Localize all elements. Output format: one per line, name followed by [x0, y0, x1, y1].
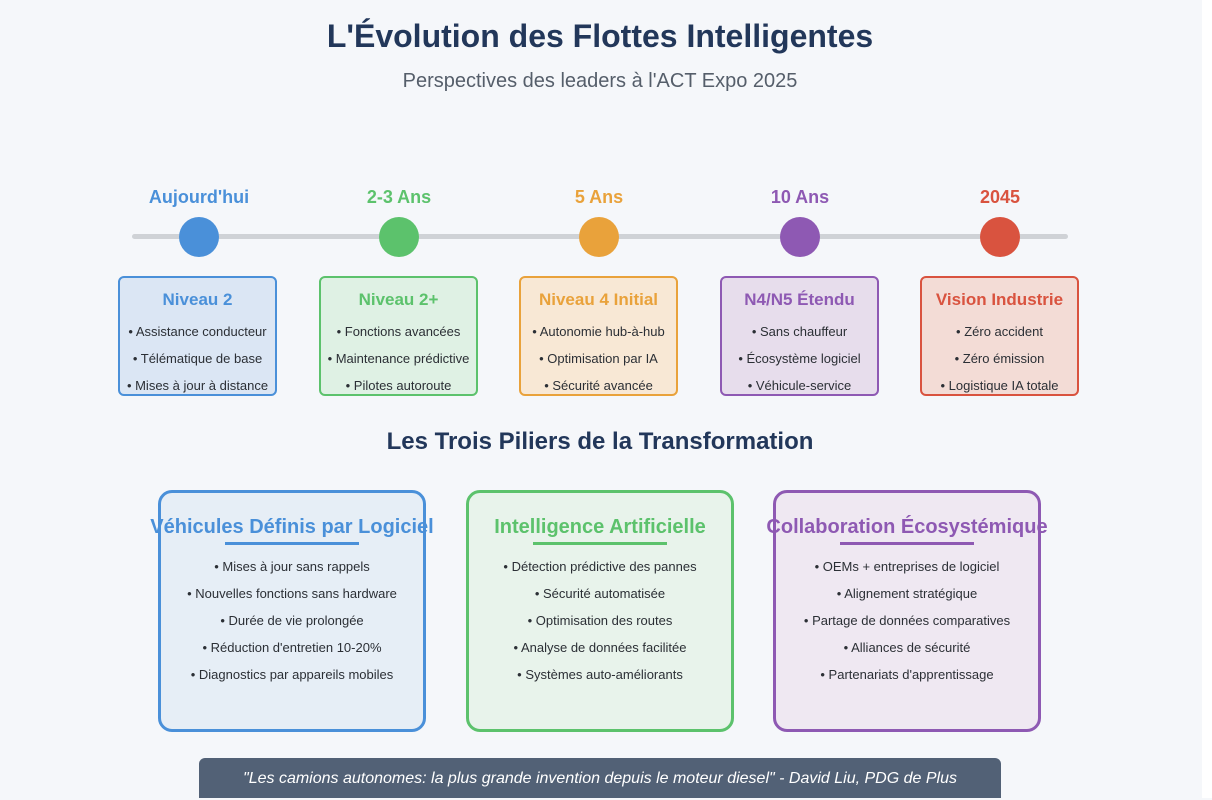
level-card: N4/N5 Étendu • Sans chauffeur • Écosystè… — [720, 276, 879, 396]
pillar-list-item: • Durée de vie prolongée — [220, 613, 364, 628]
timeline-dot — [980, 217, 1020, 257]
level-card-title: Niveau 2+ — [358, 290, 439, 309]
pillar-title: Véhicules Définis par Logiciel — [150, 516, 434, 538]
pillar-list-item: • Diagnostics par appareils mobiles — [190, 667, 394, 682]
level-card-title: N4/N5 Étendu — [744, 290, 855, 309]
pillar-list-item: • OEMs + entreprises de logiciel — [814, 559, 1000, 574]
page-subtitle: Perspectives des leaders à l'ACT Expo 20… — [402, 70, 798, 92]
level-card-item: • Zéro émission — [954, 351, 1045, 366]
pillar-list-item: • Alliances de sécurité — [843, 640, 971, 655]
pillar-list-item: • Partage de données comparatives — [803, 613, 1011, 628]
timeline-dot — [579, 217, 619, 257]
level-card-title: Niveau 2 — [162, 290, 233, 309]
pillar-list-item: • Optimisation des routes — [527, 613, 673, 628]
timeline-dot — [179, 217, 219, 257]
pillar-list-item: • Détection prédictive des pannes — [503, 559, 697, 574]
pillar-list-item: • Nouvelles fonctions sans hardware — [187, 586, 397, 601]
timeline-step-label: 2045 — [979, 187, 1021, 207]
level-card-item: • Sécurité avancée — [544, 378, 653, 393]
pillar-list-item: • Analyse de données facilitée — [513, 640, 687, 655]
level-card-item: • Zéro accident — [956, 324, 1043, 339]
pillar-divider — [840, 542, 974, 545]
timeline-dot — [379, 217, 419, 257]
timeline-step-label: 5 Ans — [574, 187, 624, 207]
pillar-divider — [533, 542, 667, 545]
level-card-item: • Télématique de base — [132, 351, 263, 366]
pillar-card — [466, 490, 734, 732]
pillar-title: Intelligence Artificielle — [494, 516, 706, 538]
level-card-item: • Autonomie hub-à-hub — [532, 324, 665, 339]
pillar-list-item: • Systèmes auto-améliorants — [517, 667, 683, 682]
level-card-item: • Fonctions avancées — [336, 324, 461, 339]
pillars-section-title: Les Trois Piliers de la Transformation — [386, 428, 814, 455]
pillar-list-item: • Alignement stratégique — [836, 586, 978, 601]
level-card-item: • Pilotes autoroute — [345, 378, 452, 393]
level-card-title: Vision Industrie — [935, 290, 1064, 309]
pillar-list: • OEMs + entreprises de logiciel • Align… — [757, 553, 1057, 688]
level-card-item: • Véhicule-service — [747, 378, 852, 393]
pillar-list: • Détection prédictive des pannes • Sécu… — [450, 553, 750, 688]
pillar-list-item: • Sécurité automatisée — [534, 586, 666, 601]
level-card-item: • Maintenance prédictive — [327, 351, 470, 366]
timeline-step-label: 10 Ans — [770, 187, 830, 207]
quote-banner: "Les camions autonomes: la plus grande i… — [199, 758, 1001, 798]
pillar-card — [773, 490, 1041, 732]
level-card: Niveau 2 • Assistance conducteur • Télém… — [118, 276, 277, 396]
level-card-item: • Assistance conducteur — [128, 324, 267, 339]
level-card: Niveau 2+ • Fonctions avancées • Mainten… — [319, 276, 478, 396]
pillar-list-item: • Mises à jour sans rappels — [214, 559, 370, 574]
timeline-dot — [780, 217, 820, 257]
level-card-item: • Écosystème logiciel — [738, 351, 861, 366]
page-title: L'Évolution des Flottes Intelligentes — [326, 18, 874, 54]
pillar-list: • Mises à jour sans rappels • Nouvelles … — [142, 553, 442, 688]
level-card: Vision Industrie • Zéro accident • Zéro … — [920, 276, 1079, 396]
pillar-list-item: • Partenariats d'apprentissage — [820, 667, 994, 682]
pillar-divider — [225, 542, 359, 545]
level-card-item: • Sans chauffeur — [751, 324, 848, 339]
level-card: Niveau 4 Initial • Autonomie hub-à-hub •… — [519, 276, 678, 396]
pillar-card — [158, 490, 426, 732]
pillar-title: Collaboration Écosystémique — [766, 516, 1048, 538]
page-edge-strip — [1202, 0, 1212, 798]
level-card-item: • Mises à jour à distance — [126, 378, 269, 393]
level-card-item: • Optimisation par IA — [539, 351, 658, 366]
pillar-list-item: • Réduction d'entretien 10-20% — [202, 640, 382, 655]
level-card-item: • Logistique IA totale — [940, 378, 1059, 393]
level-card-title: Niveau 4 Initial — [538, 290, 659, 309]
timeline-step-label: Aujourd'hui — [148, 187, 250, 207]
timeline-step-label: 2-3 Ans — [366, 187, 432, 207]
